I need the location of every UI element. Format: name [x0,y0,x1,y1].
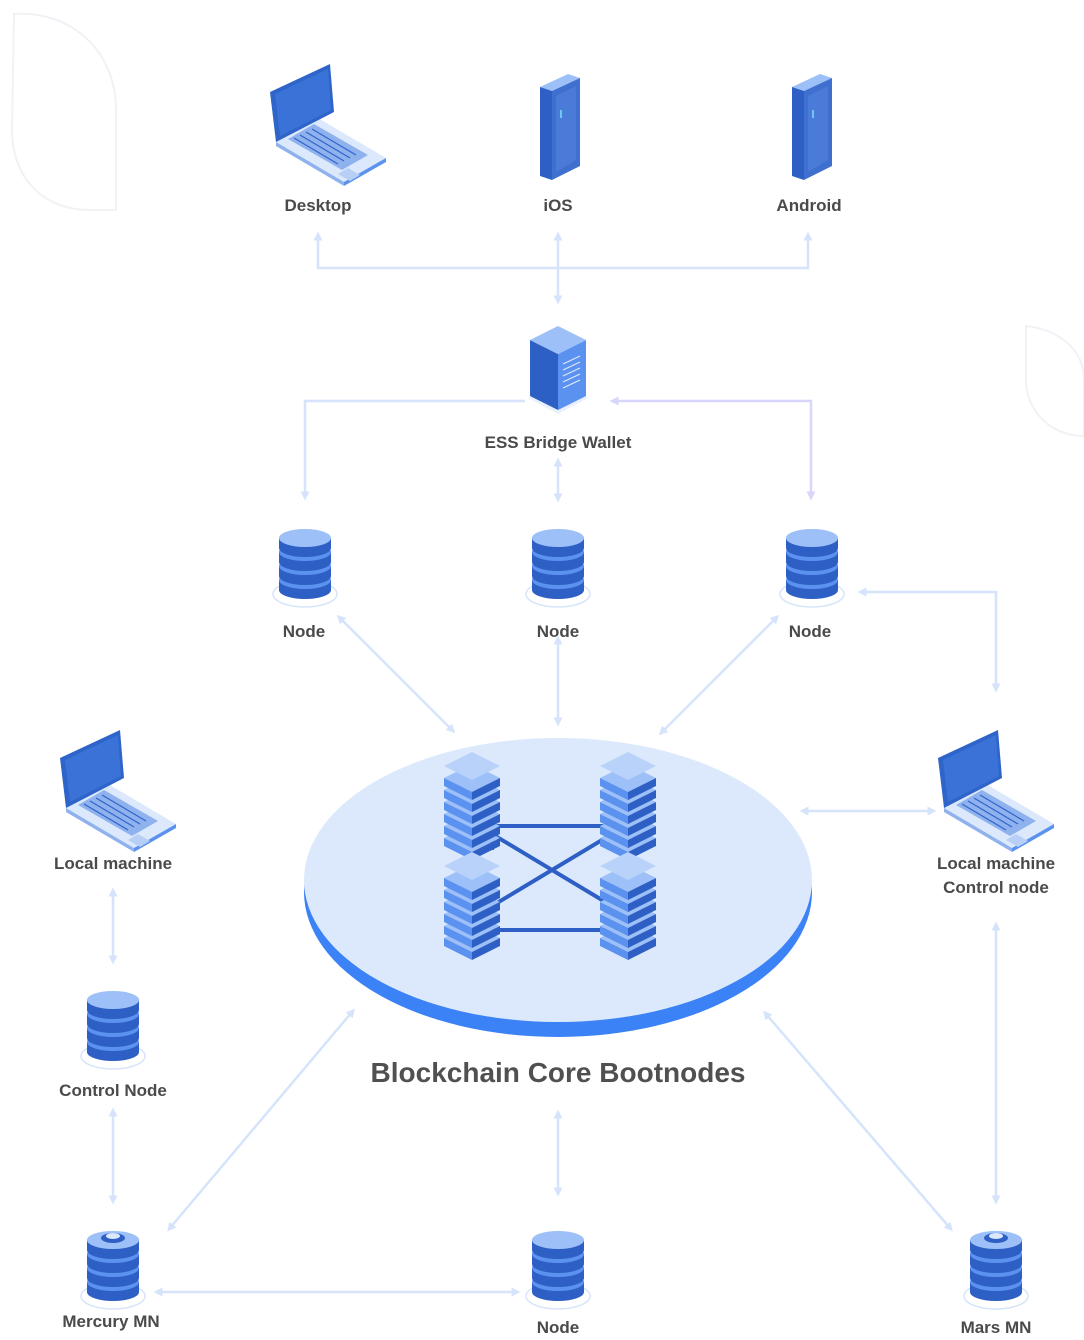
node-left-label: Node [282,622,326,641]
ios-label: iOS [543,196,573,215]
local-machine-control-label-line1: Local machine [936,854,1056,873]
bootnode-server-icon [444,852,500,960]
node-bottom-db-icon [525,1230,591,1310]
control-node-label: Control Node [59,1081,167,1100]
node-center-db-icon [525,528,591,608]
android-label: Android [776,196,842,215]
bootnode-server-icon [600,752,656,860]
local-machine-label: Local machine [53,854,173,873]
mercury-masternode-icon [81,1231,145,1309]
bridge-wallet-label: ESS Bridge Wallet [484,433,632,452]
desktop-label: Desktop [284,196,352,215]
decorative-shape-left [10,12,117,211]
local-machine-laptop-icon [59,729,177,853]
node-right-label: Node [788,622,832,641]
bridge-server-icon [528,326,588,414]
node-center-label: Node [536,622,580,641]
bootnode-server-icon [600,852,656,960]
node-right-db-icon [779,528,845,608]
node-left-db-icon [272,528,338,608]
connectors [108,231,1001,1297]
decorative-shape-right [1025,324,1084,438]
local-machine-control-label-line2: Control node [943,878,1049,897]
android-phone-icon [791,73,833,181]
mercury-mn-label: Mercury MN [62,1312,160,1331]
core-title: Blockchain Core Bootnodes [370,1057,746,1088]
core-platform [304,738,812,1037]
ios-phone-icon [539,73,581,181]
bridge-connector-right [609,396,816,501]
desktop-laptop-icon [269,63,387,187]
bootnode-server-icon [444,752,500,860]
control-node-db-icon [80,990,146,1070]
mars-masternode-icon [964,1231,1028,1309]
node-bottom-label: Node [536,1318,580,1337]
mars-mn-label: Mars MN [960,1318,1032,1337]
local-machine-control-laptop-icon [937,729,1055,853]
